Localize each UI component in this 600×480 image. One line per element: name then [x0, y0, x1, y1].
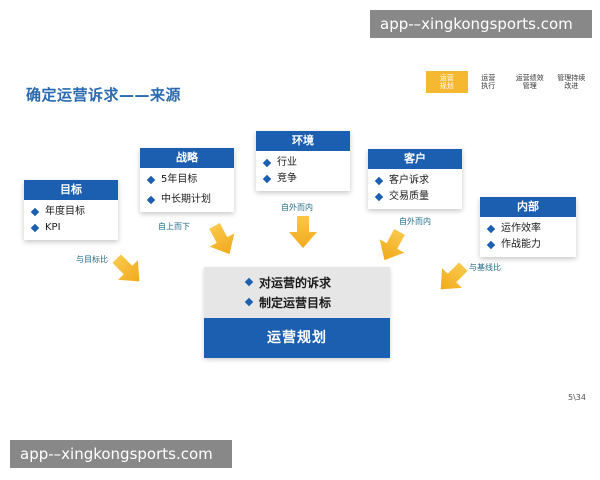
- source-item: 交易质量: [374, 189, 456, 205]
- center-item-text: 制定运营目标: [259, 295, 332, 310]
- diamond-bullet-icon: [486, 240, 496, 250]
- arrow-from-internal: [430, 256, 474, 300]
- stage-item-execution[interactable]: 运营执行: [468, 71, 510, 93]
- source-card-strategy: 战略 5年目标 中长期计划: [140, 148, 234, 212]
- watermark-bottom: app-–xingkongsports.com: [10, 440, 232, 468]
- stage-label-line: 规划: [439, 82, 454, 90]
- source-item-text: 行业: [277, 157, 297, 168]
- source-card-internal: 内部 运作效率 作战能力: [480, 197, 576, 257]
- flow-label-outside-in: 自外而内: [399, 217, 431, 226]
- source-item: 年度目标: [30, 204, 112, 220]
- source-item: 中长期计划: [146, 192, 228, 208]
- flow-label-top-down: 自上而下: [158, 222, 190, 231]
- source-item-text: 中长期计划: [161, 194, 211, 205]
- diamond-bullet-icon: [374, 176, 384, 186]
- source-card-title: 环境: [256, 131, 350, 151]
- source-card-title: 内部: [480, 197, 576, 217]
- stage-item-performance[interactable]: 运营绩效管理: [509, 71, 551, 93]
- diamond-bullet-icon: [30, 223, 40, 233]
- arrow-from-target: [106, 248, 150, 292]
- source-card-title: 战略: [140, 148, 234, 168]
- source-item-text: 交易质量: [389, 191, 429, 202]
- source-item-text: 竞争: [277, 173, 297, 184]
- source-card-title: 客户: [368, 149, 462, 169]
- stage-label-line: 改进: [564, 82, 579, 90]
- diamond-bullet-icon: [262, 158, 272, 168]
- stage-label-line: 运营: [481, 74, 496, 82]
- stage-label-line: 运营: [439, 74, 454, 82]
- source-item-text: 运作效率: [501, 223, 541, 234]
- source-card-title: 目标: [24, 180, 118, 200]
- source-item: 竞争: [262, 171, 344, 187]
- source-item-text: 作战能力: [501, 239, 541, 250]
- arrow-from-environment: [289, 216, 317, 248]
- page-title: 确定运营诉求——来源: [26, 86, 182, 104]
- diamond-bullet-icon: [374, 192, 384, 202]
- source-item: 行业: [262, 155, 344, 171]
- source-item-text: 5年目标: [161, 174, 198, 185]
- diamond-bullet-icon: [244, 297, 254, 307]
- flow-label-compare-target: 与目标比: [76, 255, 108, 264]
- stage-label-line: 运营绩效: [515, 74, 544, 82]
- stage-item-planning[interactable]: 运营规划: [426, 71, 468, 93]
- flow-label-outside-in: 自外而内: [281, 203, 313, 212]
- center-item-text: 对运营的诉求: [259, 275, 332, 290]
- source-card-client: 客户 客户诉求 交易质量: [368, 149, 462, 209]
- source-item: 客户诉求: [374, 173, 456, 189]
- source-item: 运作效率: [486, 221, 570, 237]
- flow-label-compare-baseline: 与基线比: [469, 263, 501, 272]
- operations-plan-banner: 运营规划: [204, 318, 390, 358]
- source-item: 5年目标: [146, 172, 228, 188]
- diamond-bullet-icon: [262, 174, 272, 184]
- source-item: 作战能力: [486, 237, 570, 253]
- diamond-bullet-icon: [146, 175, 156, 185]
- source-card-environment: 环境 行业 竞争: [256, 131, 350, 191]
- stage-item-improvement[interactable]: 管理持续改进: [551, 71, 593, 93]
- arrow-from-client: [372, 225, 412, 267]
- diamond-bullet-icon: [146, 195, 156, 205]
- source-card-target: 目标 年度目标 KPI: [24, 180, 118, 240]
- arrow-from-strategy: [202, 219, 242, 261]
- source-item-text: 年度目标: [45, 206, 85, 217]
- center-item: 制定运营目标: [204, 292, 390, 312]
- source-item: KPI: [30, 220, 112, 236]
- source-item-text: KPI: [45, 222, 61, 233]
- source-item-text: 客户诉求: [389, 175, 429, 186]
- stage-label-line: 管理: [522, 82, 537, 90]
- diamond-bullet-icon: [244, 277, 254, 287]
- page-number: 5\34: [568, 393, 586, 402]
- stage-label-line: 执行: [481, 82, 496, 90]
- stage-label-line: 管理持续: [557, 74, 586, 82]
- stage-nav: 运营规划 运营执行 运营绩效管理 管理持续改进: [426, 71, 592, 93]
- diamond-bullet-icon: [30, 207, 40, 217]
- center-item: 对运营的诉求: [204, 272, 390, 292]
- watermark-top: app-–xingkongsports.com: [370, 10, 592, 38]
- center-box: 对运营的诉求 制定运营目标 运营规划: [204, 267, 390, 358]
- diamond-bullet-icon: [486, 224, 496, 234]
